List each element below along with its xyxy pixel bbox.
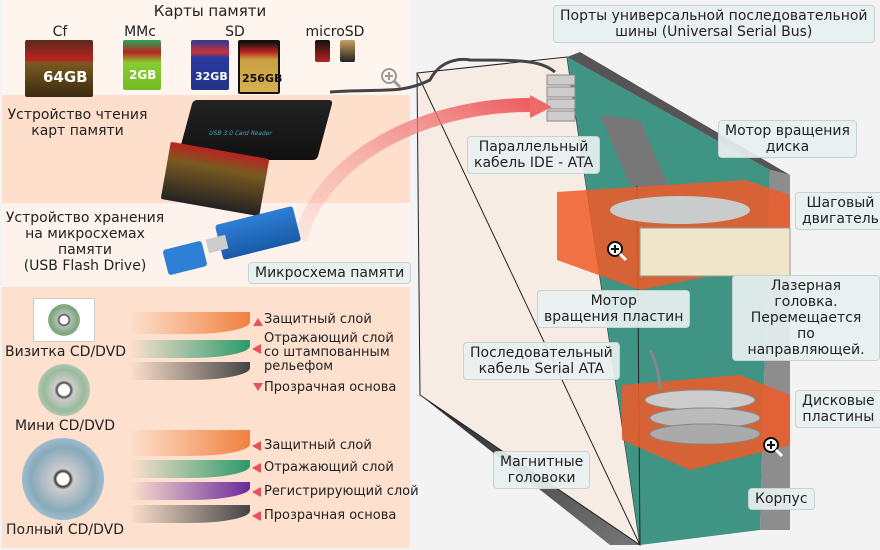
microsd-card-2 <box>340 40 355 62</box>
arrow-down-icon <box>253 383 263 391</box>
full-disc-label: Полный CD/DVD <box>6 522 124 538</box>
hdd-platter <box>649 423 761 445</box>
usb-port <box>546 86 576 98</box>
memory-chip-callout: Микросхема памяти <box>248 262 412 284</box>
memory-cards-title: Карты памяти <box>153 2 267 20</box>
disc-motor-callout: Мотор вращения диска <box>718 120 857 158</box>
microsd-card-1 <box>315 40 330 62</box>
layer-reflective <box>130 340 250 358</box>
laser-head-callout: Лазерная головка. Перемещается по направ… <box>732 275 880 361</box>
sata-cable <box>648 349 662 391</box>
layer-recording <box>130 482 250 500</box>
optical-disc <box>610 196 750 224</box>
arrow-head <box>530 95 552 118</box>
platter-motor-callout: Мотор вращения пластин <box>537 290 691 328</box>
card-label-cf: Cf <box>52 24 68 40</box>
zoom-in-icon[interactable] <box>380 67 402 89</box>
layer-protective <box>130 430 250 456</box>
magnetic-heads-callout: Магнитные головоки <box>493 451 591 489</box>
hdd-platter <box>644 389 756 411</box>
zoom-in-icon[interactable] <box>762 436 784 458</box>
card-reader-device-text: USB 3.0 Card Reader <box>208 130 273 137</box>
arrow-left-icon <box>252 511 261 521</box>
top-layer-label-2: Отражающий слой со штампованным рельефом <box>264 331 394 374</box>
business-card-disc <box>33 298 95 342</box>
arrow-up-icon <box>253 318 263 326</box>
full-disc <box>22 438 104 520</box>
ide-cable-callout: Параллельный кабель IDE - ATA <box>467 136 601 174</box>
layer-transparent <box>130 362 250 380</box>
card-reader-label: Устройство чтения карт памяти <box>7 107 148 139</box>
bottom-layer-label-3: Регистрирующий слой <box>264 484 419 499</box>
platters-callout: Дисковые пластины <box>795 390 880 428</box>
usb-ports-callout: Порты универсальной последовательной шин… <box>553 5 875 43</box>
bottom-layer-label-2: Отражающий слой <box>264 460 394 475</box>
sd-card-256: 256GB <box>238 40 283 94</box>
layer-protective <box>130 312 250 334</box>
top-layer-label-1: Защитный слой <box>264 312 372 327</box>
insertion-arrow <box>293 98 531 242</box>
usb-port <box>546 110 576 122</box>
sd-card-32: 32GB <box>191 40 229 90</box>
mini-disc-label: Мини CD/DVD <box>14 418 116 434</box>
arrow-left-icon <box>252 344 261 354</box>
sd-capacity-256: 256GB <box>242 72 283 85</box>
cf-card: 64GB <box>25 40 93 97</box>
arrow-left-icon <box>252 441 261 451</box>
layer-reflective <box>130 460 250 478</box>
top-layer-label-3: Прозрачная основа <box>264 380 397 395</box>
bottom-layer-label-1: Защитный слой <box>264 438 372 453</box>
layer-transparent <box>130 505 250 523</box>
flash-drive-label: Устройство хранения на микросхемах памят… <box>5 210 165 274</box>
card-label-sd: SD <box>225 24 245 40</box>
arrow-left-icon <box>252 463 261 473</box>
case-callout: Корпус <box>748 488 815 510</box>
business-card-disc-label: Визитка CD/DVD <box>5 344 127 360</box>
sata-cable-callout: Последовательный кабель Serial ATA <box>463 342 620 380</box>
arrow-left-icon <box>252 487 261 497</box>
usb-cable <box>329 57 556 94</box>
card-label-microsd: microSD <box>305 24 365 40</box>
bottom-layer-label-4: Прозрачная основа <box>264 508 397 523</box>
zoom-in-icon[interactable] <box>606 240 628 262</box>
stepper-motor-callout: Шаговый двигатель <box>795 192 880 230</box>
usb-port <box>546 98 576 110</box>
card-label-mmc: MMc <box>124 24 156 40</box>
usb-port <box>546 74 576 86</box>
mini-disc <box>38 364 90 416</box>
ide-cable <box>600 115 670 190</box>
optical-drive-front <box>639 227 791 277</box>
cf-capacity: 64GB <box>43 68 88 86</box>
sd-capacity-32: 32GB <box>195 70 228 83</box>
mmc-capacity: 2GB <box>129 68 157 82</box>
mmc-card: 2GB <box>123 40 161 90</box>
